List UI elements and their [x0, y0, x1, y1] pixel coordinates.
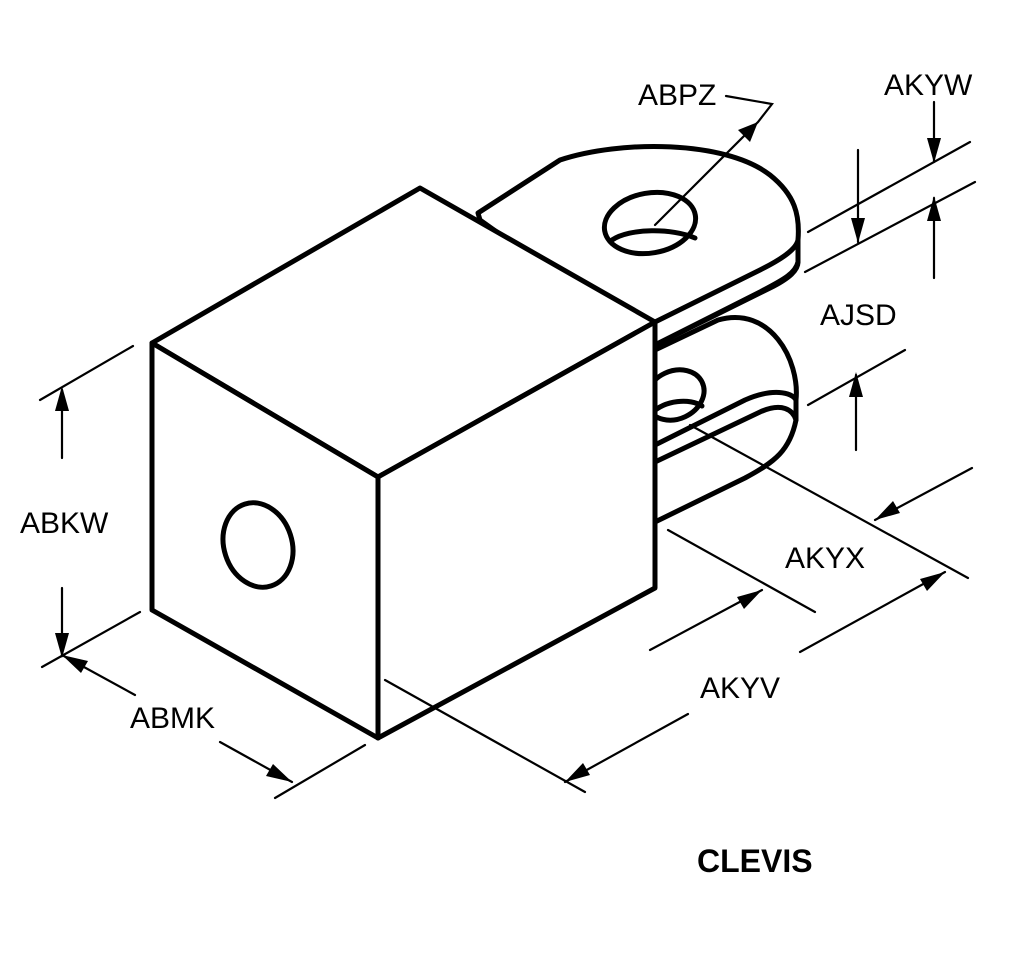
akyw-dimension [803, 100, 977, 280]
label-akyx: AKYX [785, 542, 865, 575]
ajsd-dimension [806, 348, 907, 452]
clevis-body [149, 143, 801, 741]
cross-hole [220, 500, 296, 590]
block-right-face [375, 319, 658, 741]
drawing-title: CLEVIS [697, 843, 813, 879]
abpz-leader [653, 94, 774, 227]
label-akyv: AKYV [700, 672, 780, 705]
akyv-dimension [383, 570, 947, 794]
label-abkw: ABKW [20, 507, 109, 540]
label-abmk: ABMK [130, 702, 215, 735]
label-ajsd: AJSD [820, 299, 897, 332]
akyx-dimension [648, 423, 974, 652]
label-akyw: AKYW [884, 69, 973, 102]
abkw-dimension [38, 344, 142, 669]
upper-tongue [475, 143, 801, 348]
lower-tongue [643, 315, 799, 525]
label-abpz: ABPZ [638, 79, 716, 112]
abmk-dimension [60, 653, 367, 800]
